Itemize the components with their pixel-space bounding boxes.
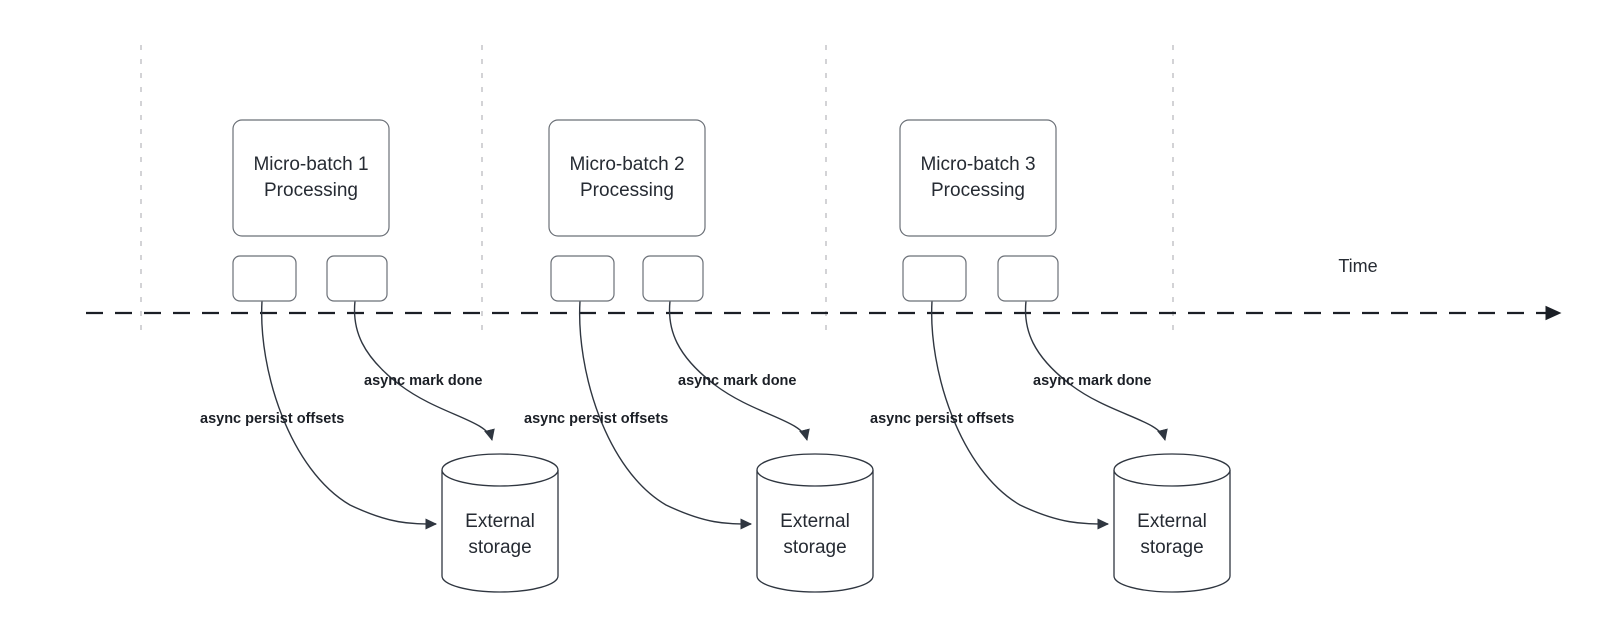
group-1-storage-top [441, 453, 559, 487]
group-3-storage-top [1113, 453, 1231, 487]
group-3-batch-label-line2: Processing [931, 180, 1025, 201]
time-axis-layer: Time [86, 256, 1562, 321]
async-mark-done-edge-1-label: async mark done [364, 373, 482, 389]
group-2-storage-top [756, 453, 874, 487]
async-mark-done-edge-1 [353, 300, 495, 442]
group-3-storage-label-line1: External [1137, 511, 1207, 532]
async-mark-done-edge-3-label: async mark done [1033, 373, 1151, 389]
group-2-storage-label-line1: External [780, 511, 850, 532]
task-box-3b[interactable] [997, 255, 1059, 302]
group-1-storage-label-line1: External [465, 511, 535, 532]
group-2-batch-label-line1: Micro-batch 2 [569, 154, 684, 175]
task-box-2a[interactable] [550, 255, 615, 302]
async-persist-offsets-edge-1-label: async persist offsets [200, 411, 344, 427]
group-3-batch-box[interactable] [899, 119, 1057, 237]
async-persist-offsets-edge-3-label: async persist offsets [870, 411, 1014, 427]
group-3-storage-body[interactable] [1113, 470, 1231, 593]
flow-edges-layer [260, 300, 1168, 530]
async-persist-offsets-edge-1 [260, 300, 438, 530]
nodes-layer: Micro-batch 1ProcessingExternalstorageMi… [232, 119, 1231, 593]
group-2-batch-box[interactable] [548, 119, 706, 237]
async-mark-done-edge-2-label: async mark done [678, 373, 796, 389]
time-tick-lines [140, 45, 1174, 336]
async-persist-offsets-edge-2-label: async persist offsets [524, 411, 668, 427]
async-persist-offsets-edge-2 [578, 300, 753, 530]
group-2-storage-label-line2: storage [783, 537, 846, 558]
group-1-batch-box[interactable] [232, 119, 390, 237]
group-1-storage-label-line2: storage [468, 537, 531, 558]
time-axis-label: Time [1338, 256, 1377, 276]
async-mark-done-edge-3 [1024, 300, 1168, 442]
group-1-batch-label-line2: Processing [264, 180, 358, 201]
async-persist-offsets-edge-3 [930, 300, 1110, 530]
group-3-batch-label-line1: Micro-batch 3 [920, 154, 1035, 175]
task-box-1a[interactable] [232, 255, 297, 302]
task-box-1b[interactable] [326, 255, 388, 302]
group-1-batch-label-line1: Micro-batch 1 [253, 154, 368, 175]
task-box-3a[interactable] [902, 255, 967, 302]
group-2-batch-label-line2: Processing [580, 180, 674, 201]
task-box-2b[interactable] [642, 255, 704, 302]
group-2-storage-body[interactable] [756, 470, 874, 593]
async-mark-done-edge-2 [668, 300, 810, 442]
edge-labels-layer: async persist offsets async mark done asyn… [200, 373, 1151, 427]
group-1-storage-body[interactable] [441, 470, 559, 593]
group-3-storage-label-line2: storage [1140, 537, 1203, 558]
